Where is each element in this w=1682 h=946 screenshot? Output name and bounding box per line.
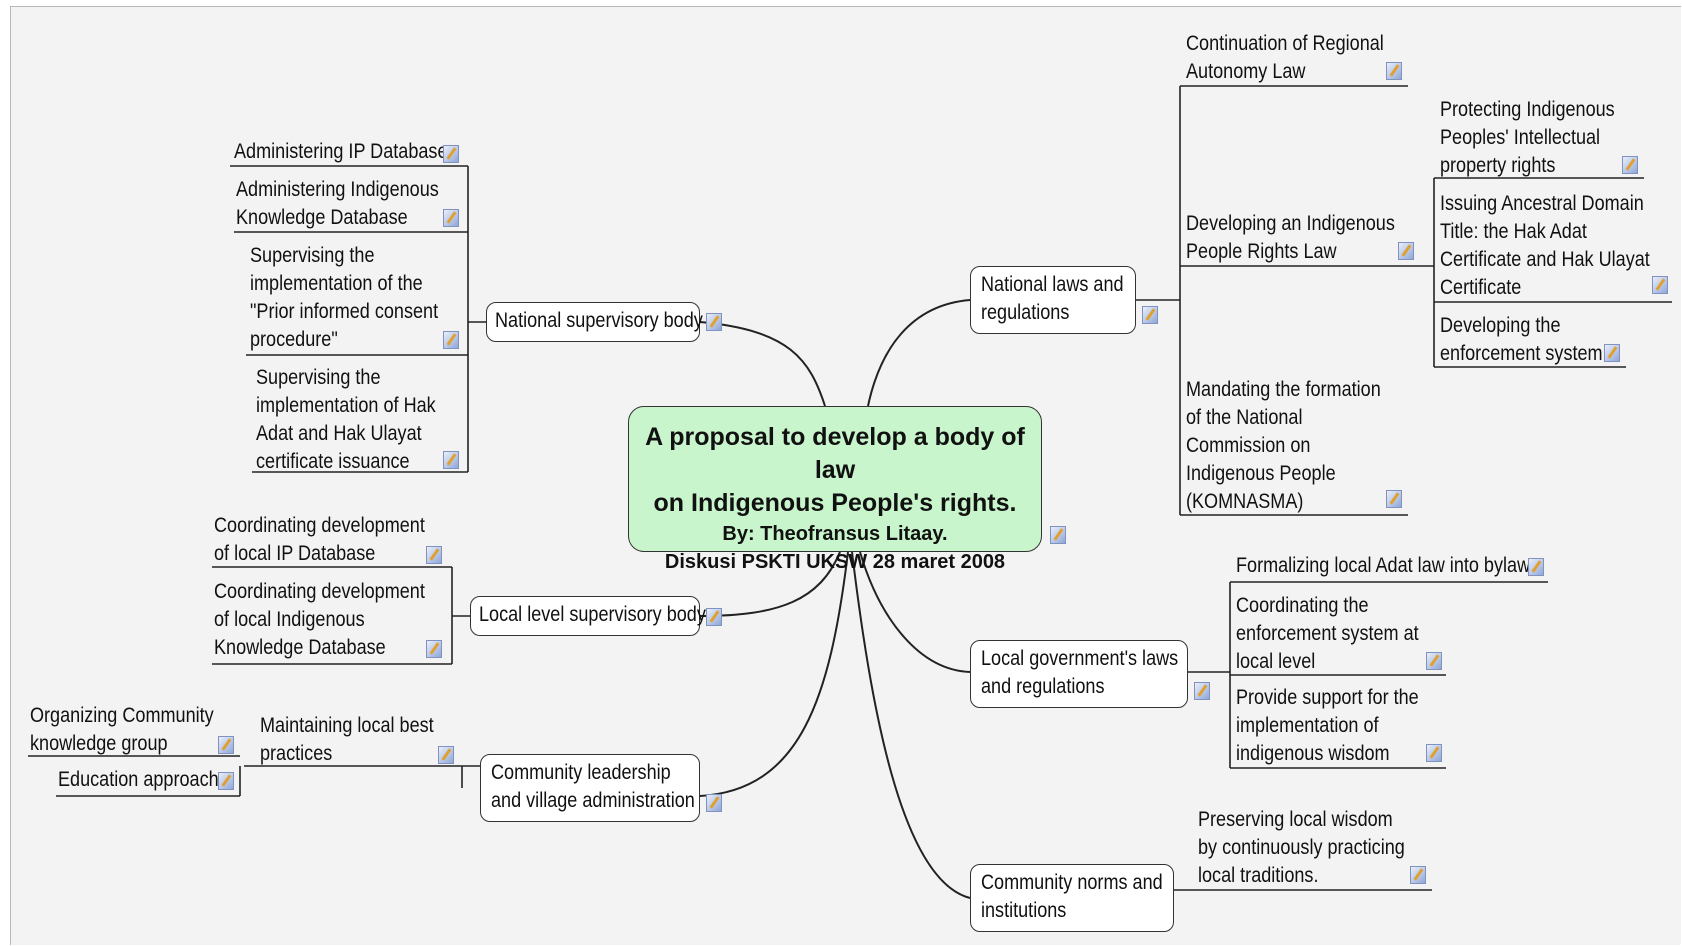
subtopic-maintaining-best-practices[interactable]: Maintaining local best practices <box>260 714 434 765</box>
note-icon[interactable] <box>443 209 459 227</box>
subtopic-ip-rights-law[interactable]: Developing an Indigenous People Rights L… <box>1186 212 1395 263</box>
note-icon[interactable] <box>426 546 442 564</box>
central-topic[interactable]: A proposal to develop a body of law on I… <box>628 406 1042 573</box>
topic-label: Community norms and institutions <box>981 871 1163 922</box>
note-icon[interactable] <box>1386 62 1402 80</box>
topic-national-supervisory-body[interactable]: National supervisory body <box>486 302 703 342</box>
subtopic-coordinating-enforcement[interactable]: Coordinating the enforcement system at l… <box>1236 594 1419 673</box>
subtopic-preserving-local-wisdom[interactable]: Preserving local wisdom by continuously … <box>1198 808 1405 887</box>
central-event: Diskusi PSKTI UKSW 28 maret 2008 <box>664 551 1006 573</box>
subtopic-support-indigenous-wisdom[interactable]: Provide support for the implementation o… <box>1236 686 1419 765</box>
note-icon[interactable] <box>218 736 234 754</box>
note-icon[interactable] <box>1142 306 1158 324</box>
subtopic-formalizing-adat-law[interactable]: Formalizing local Adat law into bylaw <box>1236 554 1531 577</box>
topic-label: Local government's laws and regulations <box>981 647 1179 698</box>
topic-label: National laws and regulations <box>981 273 1124 324</box>
note-icon[interactable] <box>1652 276 1668 294</box>
note-icon[interactable] <box>438 746 454 764</box>
topic-local-government-laws[interactable]: Local government's laws and regulations <box>970 640 1188 708</box>
subtopic-enforcement-system[interactable]: Developing the enforcement system <box>1440 314 1603 365</box>
subtopic-supervising-pic[interactable]: Supervising the implementation of the "P… <box>250 244 439 351</box>
note-icon[interactable] <box>1410 866 1426 884</box>
central-author: By: Theofransus Litaay. <box>722 523 948 545</box>
note-icon[interactable] <box>706 794 722 812</box>
subtopic-coordinating-local-ik-db[interactable]: Coordinating development of local Indige… <box>214 580 425 659</box>
note-icon[interactable] <box>706 313 722 331</box>
note-icon[interactable] <box>443 145 459 163</box>
note-icon[interactable] <box>1426 652 1442 670</box>
note-icon[interactable] <box>1604 344 1620 362</box>
note-icon[interactable] <box>1194 682 1210 700</box>
subtopic-ancestral-domain-title[interactable]: Issuing Ancestral Domain Title: the Hak … <box>1440 192 1650 299</box>
note-icon[interactable] <box>1622 156 1638 174</box>
subtopic-regional-autonomy-law[interactable]: Continuation of Regional Autonomy Law <box>1186 32 1384 83</box>
topic-local-level-supervisory-body[interactable]: Local level supervisory body <box>470 596 706 636</box>
note-icon[interactable] <box>706 608 722 626</box>
note-icon[interactable] <box>443 451 459 469</box>
note-icon[interactable] <box>443 331 459 349</box>
central-title-line2: on Indigenous People's rights. <box>653 489 1017 517</box>
topic-community-leadership[interactable]: Community leadership and village adminis… <box>480 754 700 822</box>
topic-label: Community leadership and village adminis… <box>491 761 695 812</box>
note-icon[interactable] <box>1050 526 1066 544</box>
note-icon[interactable] <box>1386 490 1402 508</box>
central-title-line1: A proposal to develop a body of law <box>645 423 1025 484</box>
note-icon[interactable] <box>426 640 442 658</box>
subtopic-coordinating-local-ip-db[interactable]: Coordinating development of local IP Dat… <box>214 514 425 565</box>
subtopic-supervising-hak-adat[interactable]: Supervising the implementation of Hak Ad… <box>256 366 436 473</box>
note-icon[interactable] <box>218 772 234 790</box>
subtopic-organizing-community-group[interactable]: Organizing Community knowledge group <box>30 704 214 755</box>
subtopic-administering-ip-database[interactable]: Administering IP Database <box>234 140 448 163</box>
subtopic-protecting-ip-rights[interactable]: Protecting Indigenous Peoples' Intellect… <box>1440 98 1615 177</box>
note-icon[interactable] <box>1528 558 1544 576</box>
subtopic-komnasma[interactable]: Mandating the formation of the National … <box>1186 378 1381 513</box>
topic-national-laws[interactable]: National laws and regulations <box>970 266 1136 334</box>
topic-label: Local level supervisory body <box>479 603 706 626</box>
subtopic-education-approach[interactable]: Education approach <box>58 768 219 791</box>
note-icon[interactable] <box>1398 242 1414 260</box>
topic-label: National supervisory body <box>495 309 703 332</box>
note-icon[interactable] <box>1426 744 1442 762</box>
topic-community-norms[interactable]: Community norms and institutions <box>970 864 1174 932</box>
subtopic-administering-ik-database[interactable]: Administering Indigenous Knowledge Datab… <box>236 178 439 229</box>
